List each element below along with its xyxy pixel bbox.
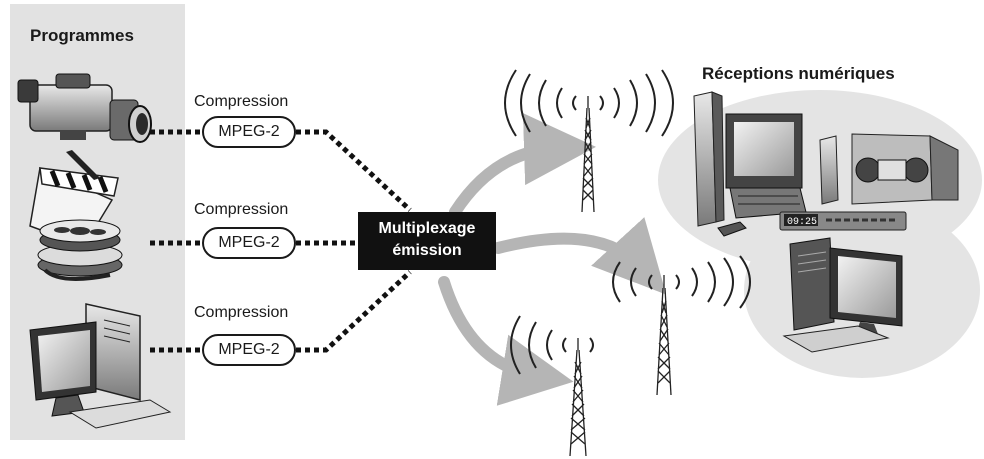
broadcast-arrows xyxy=(438,113,667,406)
computer-icon xyxy=(29,303,172,429)
programmes-title: Programmes xyxy=(30,26,134,45)
codec-pill-3: MPEG-2 xyxy=(202,334,296,366)
compression-label-1: Compression xyxy=(194,93,289,110)
tower-3 xyxy=(569,338,587,457)
film-reel-clapper-icon xyxy=(29,150,123,281)
dotted-links xyxy=(150,129,412,353)
compression-label-2: Compression xyxy=(194,201,289,218)
video-camera-icon xyxy=(17,73,152,143)
compression-label-3: Compression xyxy=(194,304,289,321)
radio-waves xyxy=(504,69,751,375)
codec-pill-1: MPEG-2 xyxy=(202,116,296,148)
tower-2 xyxy=(656,275,672,396)
codec-pill-2: MPEG-2 xyxy=(202,227,296,259)
receptions-title: Réceptions numériques xyxy=(702,64,895,83)
home-theater-icon: 09:25 xyxy=(693,91,959,237)
multiplexer-line1: Multiplexage xyxy=(378,220,476,237)
multiplexer-box: Multiplexage émission xyxy=(358,212,496,270)
pc-receiver-icon xyxy=(782,237,903,353)
tower-1 xyxy=(581,96,595,213)
multiplexer-line2: émission xyxy=(392,242,462,259)
receiver-clock: 09:25 xyxy=(787,217,817,228)
